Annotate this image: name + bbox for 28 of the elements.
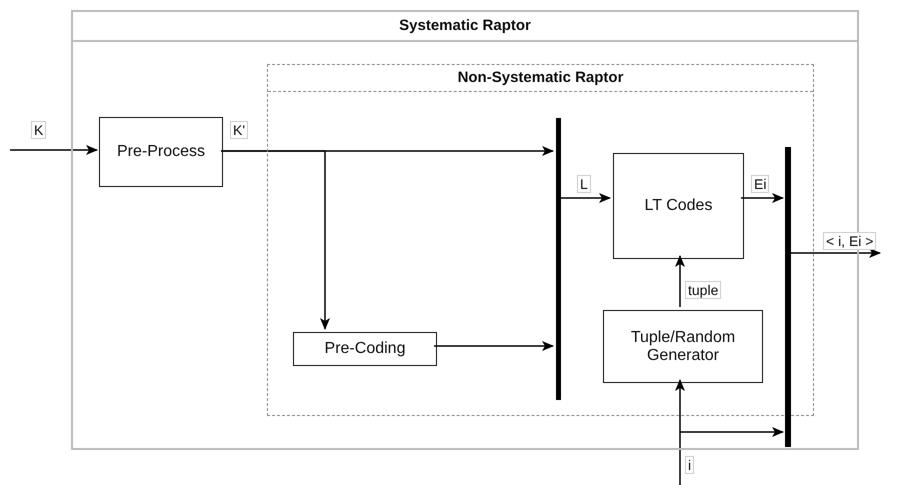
arrow xyxy=(558,193,611,203)
edge-label: K xyxy=(31,121,46,139)
arrow xyxy=(675,379,685,485)
arrow xyxy=(221,150,330,330)
edge-label: i xyxy=(685,456,694,474)
arrow xyxy=(10,145,98,155)
box-label: Pre-Coding xyxy=(324,340,406,358)
arrow xyxy=(675,255,685,307)
process-box xyxy=(603,310,763,383)
edge-label: tuple xyxy=(685,281,722,299)
edge-label: K' xyxy=(230,121,248,139)
process-box xyxy=(613,153,744,259)
process-box xyxy=(293,332,437,366)
group-title: Systematic Raptor xyxy=(73,12,857,42)
group-title: Non-Systematic Raptor xyxy=(268,65,813,92)
arrow xyxy=(434,341,554,351)
box-label: LT Codes xyxy=(644,197,714,215)
process-box xyxy=(99,117,223,187)
edge-label: < i, Ei > xyxy=(823,232,876,250)
arrow xyxy=(741,193,784,203)
box-label: Pre-Process xyxy=(116,143,206,161)
thick-bar xyxy=(556,118,561,400)
arrow xyxy=(680,427,784,437)
arrow xyxy=(789,248,881,258)
box-label: Tuple/Random Generator xyxy=(630,328,736,364)
thick-bar xyxy=(785,147,791,447)
edge-label: Ei xyxy=(751,175,770,193)
edge-label: L xyxy=(577,175,591,193)
